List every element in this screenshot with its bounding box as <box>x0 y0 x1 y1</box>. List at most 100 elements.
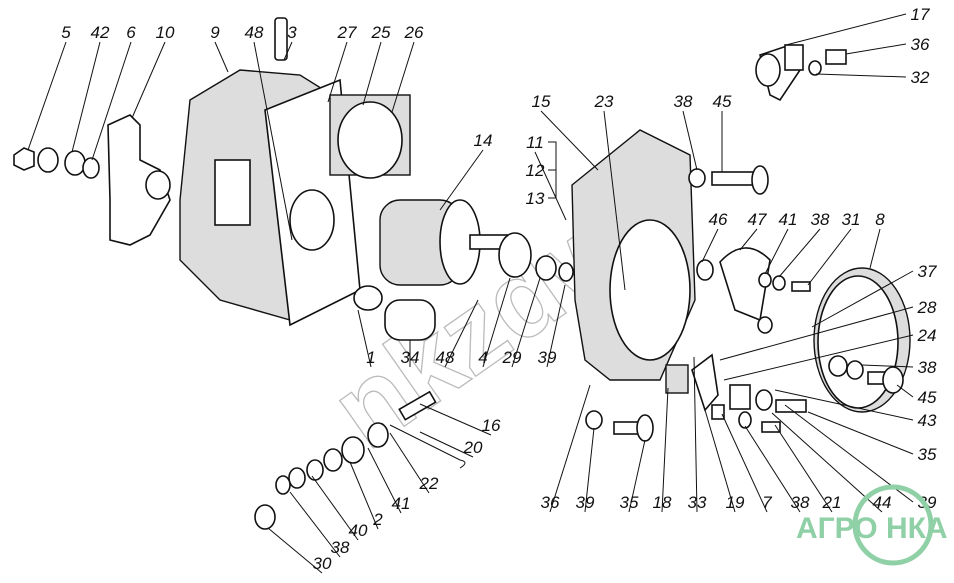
callout-5: 5 <box>61 23 71 42</box>
leader-line-26 <box>391 41 415 113</box>
leader-line-2 <box>349 461 379 530</box>
callout-38: 38 <box>918 358 937 377</box>
callout-39: 39 <box>576 493 595 512</box>
part-coil-26 <box>329 94 411 179</box>
callout-34: 34 <box>401 348 420 367</box>
callout-41: 41 <box>779 210 798 229</box>
leader-line-38 <box>744 425 801 513</box>
leader-line-23 <box>603 110 626 291</box>
leader-line-25 <box>362 41 382 106</box>
leader-line-3 <box>283 41 293 61</box>
leader-line-41 <box>367 447 402 514</box>
callout-48: 48 <box>245 23 264 42</box>
leader-line-8 <box>869 228 881 269</box>
leader-line-33 <box>693 356 698 513</box>
callout-29: 29 <box>502 348 522 367</box>
leader-line-31 <box>807 228 852 286</box>
callout-44: 44 <box>873 493 892 512</box>
svg-text:АГРО НКА: АГРО НКА <box>796 512 948 545</box>
part-nut-5 <box>13 147 59 173</box>
leader-line-40 <box>311 475 359 541</box>
callout-26: 26 <box>404 23 424 42</box>
callout-43: 43 <box>918 411 937 430</box>
callout-3: 3 <box>287 23 297 42</box>
leader-line-39 <box>584 427 595 513</box>
part-ring-32 <box>808 60 822 76</box>
callout-48: 48 <box>436 348 455 367</box>
leader-line-7 <box>721 413 768 513</box>
leader-line-36 <box>845 43 907 55</box>
leader-lines <box>27 13 914 574</box>
callout-38: 38 <box>811 210 830 229</box>
leader-line-21 <box>774 424 833 513</box>
callout-22: 22 <box>419 474 439 493</box>
leader-line-14 <box>439 149 484 211</box>
part-ring-42 <box>64 150 86 176</box>
leader-line-48 <box>444 299 479 368</box>
callout-11: 11 <box>526 133 544 152</box>
leader-line-9 <box>214 41 229 73</box>
callout-6: 6 <box>126 23 136 42</box>
callout-38: 38 <box>331 538 350 557</box>
callout-24: 24 <box>917 326 937 345</box>
callout-7: 7 <box>762 493 772 512</box>
part-ring-39 <box>585 410 603 430</box>
part-washer-38 <box>688 168 706 188</box>
leader-line-42 <box>71 41 101 153</box>
callout-9: 9 <box>210 23 220 42</box>
callout-12: 12 <box>526 161 545 180</box>
leader-line-18 <box>661 387 669 513</box>
part-washer-6 <box>82 157 100 179</box>
callout-39: 39 <box>538 348 557 367</box>
callout-42: 42 <box>91 23 110 42</box>
leader-line-10 <box>131 41 166 119</box>
callout-30: 30 <box>313 554 332 573</box>
callout-40: 40 <box>349 521 368 540</box>
callout-15: 15 <box>532 92 551 111</box>
callout-23: 23 <box>594 92 614 111</box>
callout-28: 28 <box>917 298 937 317</box>
leader-line-43 <box>774 389 914 421</box>
part-bearing <box>289 189 532 278</box>
leader-line-4 <box>482 277 511 368</box>
callout-13: 13 <box>526 189 545 208</box>
part-pin-3 <box>274 17 288 61</box>
callout-21: 21 <box>822 493 842 512</box>
leader-line-36 <box>549 384 591 513</box>
logo: АГРО НКА <box>796 484 948 566</box>
part-screw-45 <box>711 165 769 195</box>
leader-line-37 <box>811 270 914 328</box>
callout-25: 25 <box>371 23 391 42</box>
part-washer-37 <box>757 316 773 334</box>
callout-38: 38 <box>674 92 693 111</box>
callout-20: 20 <box>463 438 483 457</box>
callout-10: 10 <box>156 23 175 42</box>
part-cover-15 <box>571 129 696 381</box>
leader-line-48 <box>253 41 293 241</box>
part-screw-36 <box>825 49 847 65</box>
callout-38: 38 <box>791 493 810 512</box>
callout-31: 31 <box>842 210 861 229</box>
callout-16: 16 <box>482 416 501 435</box>
leader-line-20 <box>419 431 474 458</box>
part-washers-41-38 <box>758 272 811 292</box>
callout-18: 18 <box>653 493 672 512</box>
leader-line-44 <box>771 412 883 513</box>
part-screw-35 <box>613 414 654 442</box>
bracket-11-13 <box>548 141 557 199</box>
leader-line-17 <box>785 13 907 46</box>
leader-line-16 <box>419 403 492 436</box>
leader-line-38 <box>861 364 914 368</box>
leader-line-22 <box>389 432 430 494</box>
leader-line-38 <box>289 491 341 558</box>
part-brush-47 <box>696 247 771 322</box>
callout-35: 35 <box>620 493 639 512</box>
part-bushing-29 <box>535 255 574 282</box>
callout-45: 45 <box>918 388 937 407</box>
callout-36: 36 <box>541 493 560 512</box>
callout-36: 36 <box>911 35 930 54</box>
leader-line-1 <box>357 309 372 368</box>
